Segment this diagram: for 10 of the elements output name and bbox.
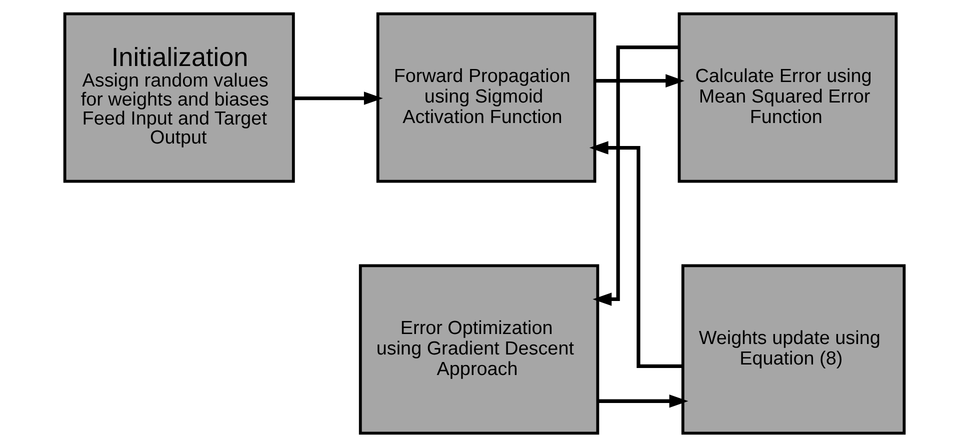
node-box: Weights update using Equation (8) (680, 264, 906, 435)
arrow (592, 46, 678, 306)
arrow (293, 92, 382, 105)
node-box: Calculate Error using Mean Squared Error Function (677, 12, 898, 183)
arrow (597, 394, 688, 408)
node-box: Error Optimization using Gradient Descent Approach (358, 264, 599, 435)
node-box: Initialization Assign random values for weights and biases Feed Input and Target Output (62, 12, 294, 183)
arrow (588, 141, 682, 368)
node-box: Forward Propagation using Sigmoid Activation Function (376, 12, 596, 183)
arrow (594, 74, 684, 88)
